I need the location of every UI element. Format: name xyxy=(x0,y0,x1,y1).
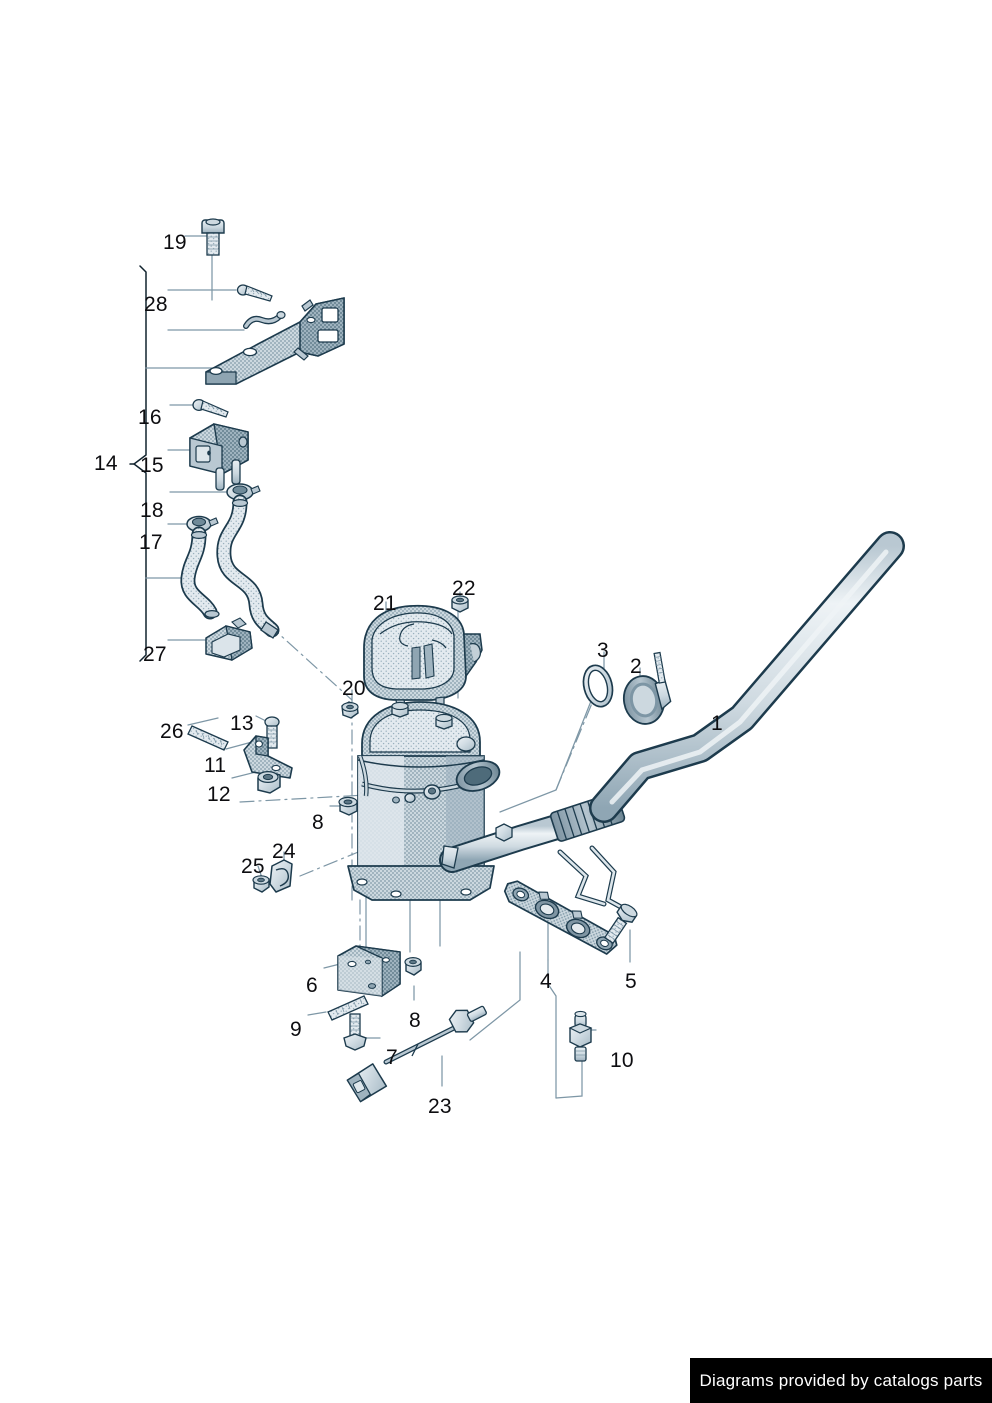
part-label-24: 24 xyxy=(272,840,296,863)
part-label-27: 27 xyxy=(143,643,167,666)
part-11-support-bracket xyxy=(243,735,293,779)
part-label-25: 25 xyxy=(241,855,265,878)
part-label-2: 2 xyxy=(630,655,642,678)
part-28-retaining-clip xyxy=(243,311,286,329)
part-23-exhaust-temperature-sensor xyxy=(346,1005,487,1103)
part-7-bolt xyxy=(343,1013,367,1051)
part-label-12: 12 xyxy=(207,783,231,806)
part-label-10: 10 xyxy=(610,1049,634,1072)
part-10-sensor-plug xyxy=(568,1010,593,1062)
part-label-17: 17 xyxy=(139,531,163,554)
part-label-14: 14 xyxy=(94,452,118,475)
part-21-filter-cover xyxy=(363,604,483,713)
part-label-4: 4 xyxy=(540,970,552,993)
part-label-5: 5 xyxy=(625,970,637,993)
part-label-8-lower: 8 xyxy=(409,1009,421,1032)
part-12-rubber-bush xyxy=(257,770,281,794)
part-2-pipe-clamp xyxy=(622,651,672,725)
part-label-1: 1 xyxy=(711,712,723,735)
footer-watermark-text: Diagrams provided by catalogs parts xyxy=(699,1370,983,1390)
part-24-retaining-clip xyxy=(269,859,293,893)
part-1-front-exhaust-pipe xyxy=(589,531,905,823)
part-label-3: 3 xyxy=(597,639,609,662)
part-16-bolt xyxy=(192,398,229,418)
part-22-nut xyxy=(451,595,469,613)
part-8-nut-upper xyxy=(338,796,358,816)
footer-watermark-banner: Diagrams provided by catalogs parts xyxy=(690,1358,992,1403)
part-14-pressure-hose-short xyxy=(180,526,220,620)
part-label-16: 16 xyxy=(138,406,162,429)
part-14-mounting-bracket xyxy=(205,297,345,385)
part-19-banjo-bolt xyxy=(201,218,225,256)
part-label-28: 28 xyxy=(144,293,168,316)
part-label-23: 23 xyxy=(428,1095,452,1118)
part-label-20: 20 xyxy=(342,677,366,700)
part-17-hose-clamp xyxy=(186,515,219,533)
part-13-bolt xyxy=(264,716,280,749)
part-label-11: 11 xyxy=(204,754,227,777)
part-20-nut xyxy=(341,701,359,719)
part-6-mounting-block xyxy=(337,945,401,998)
part-label-15: 15 xyxy=(140,454,164,477)
part-4-exhaust-flange-gasket xyxy=(503,880,618,955)
part-15-differential-pressure-sensor xyxy=(189,423,249,491)
part-8-nut-lower xyxy=(404,956,422,976)
part-dpf-filter-body xyxy=(347,701,501,901)
part-9-stud-bolt xyxy=(327,995,369,1021)
part-label-7: 7 xyxy=(386,1046,398,1069)
part-26-stud-bolt xyxy=(187,725,229,751)
part-label-13: 13 xyxy=(230,712,254,735)
part-27-hose-holder xyxy=(205,617,253,662)
part-label-22: 22 xyxy=(452,577,476,600)
part-label-26: 26 xyxy=(160,720,184,743)
part-label-8-upper: 8 xyxy=(312,811,324,834)
part-3-seal-ring xyxy=(582,664,614,708)
part-label-9: 9 xyxy=(290,1018,302,1041)
part-label-18: 18 xyxy=(140,499,164,522)
part-5-flange-bolt xyxy=(603,903,638,945)
part-label-21: 21 xyxy=(373,592,397,615)
part-25-nut xyxy=(252,875,270,893)
part-28-bolt xyxy=(236,284,273,302)
part-label-6: 6 xyxy=(306,974,318,997)
part-14-pressure-hose-long xyxy=(216,494,280,639)
part-label-19: 19 xyxy=(163,231,187,254)
